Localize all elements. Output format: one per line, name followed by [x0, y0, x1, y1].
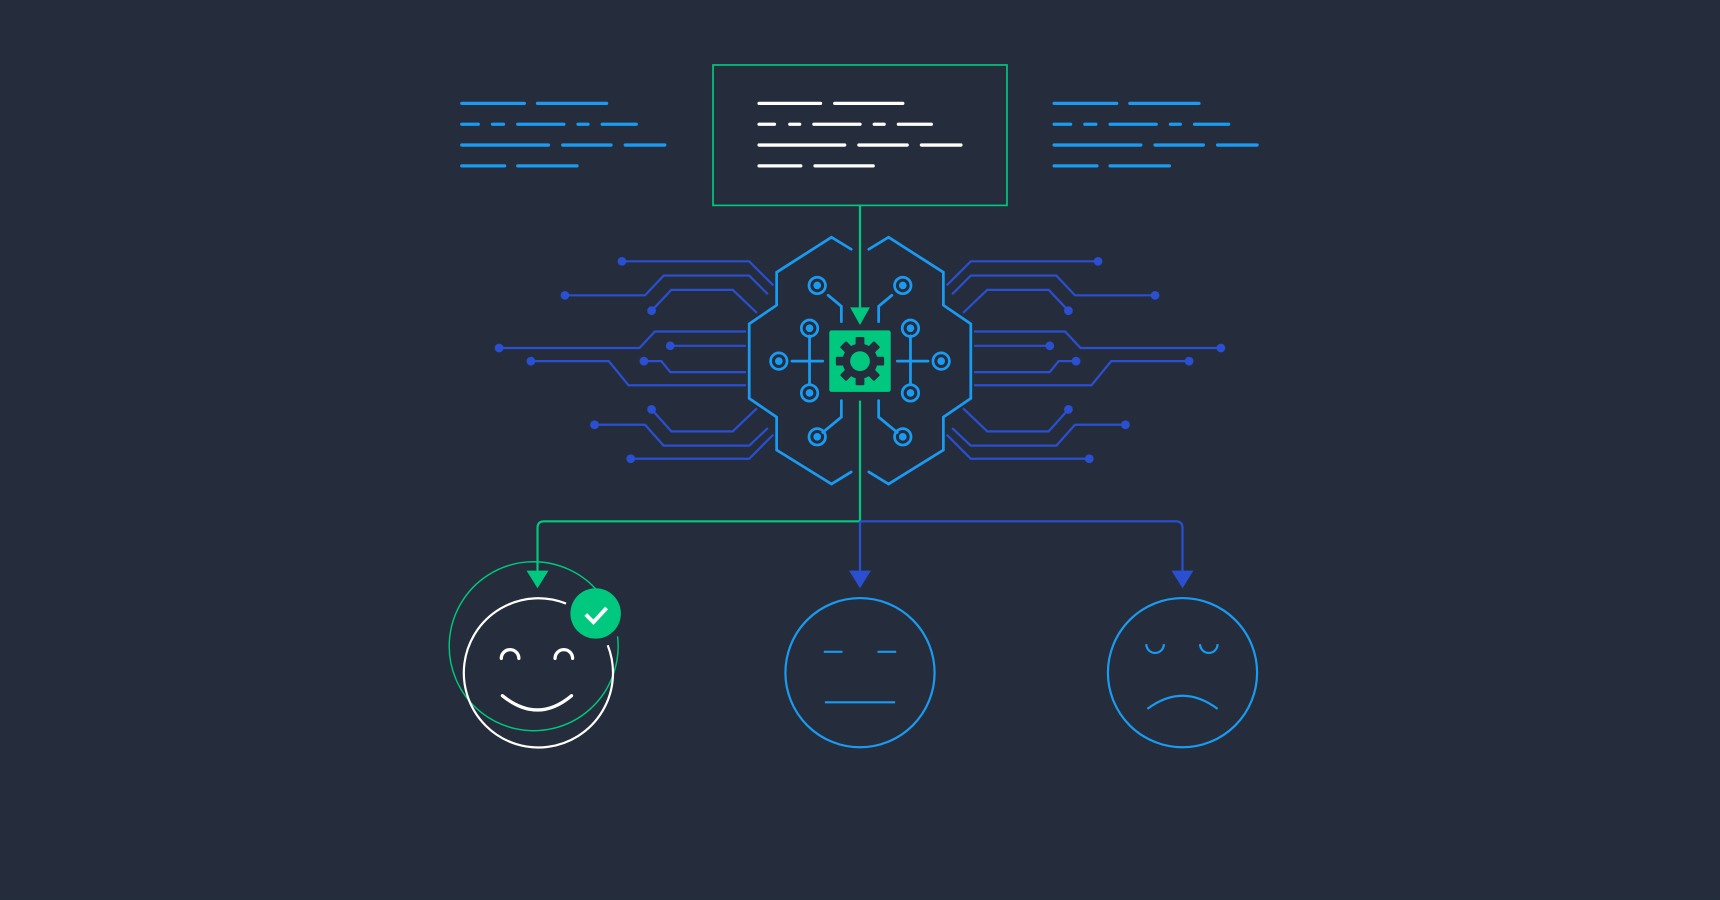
- sad-face-icon[interactable]: [1106, 596, 1259, 749]
- check-icon: [584, 606, 609, 625]
- neutral-face-icon[interactable]: [784, 596, 936, 749]
- selected-badge: [570, 588, 621, 639]
- happy-face-icon[interactable]: [448, 561, 619, 749]
- arrow-down-icon: [849, 570, 871, 589]
- gear-icon: [825, 327, 895, 396]
- brain-circuit-icon: [747, 235, 973, 486]
- circuit-traces-left: [494, 256, 775, 464]
- output-connector-sad: [860, 520, 1184, 573]
- arrow-down-icon: [1171, 570, 1194, 589]
- right-text-placeholder: [1052, 101, 1259, 168]
- left-text-placeholder: [460, 101, 667, 168]
- arrow-down-icon: [526, 570, 549, 589]
- output-connector-happy: [536, 400, 862, 573]
- input-text-box: [712, 64, 1008, 207]
- arrow-down-icon: [850, 307, 870, 325]
